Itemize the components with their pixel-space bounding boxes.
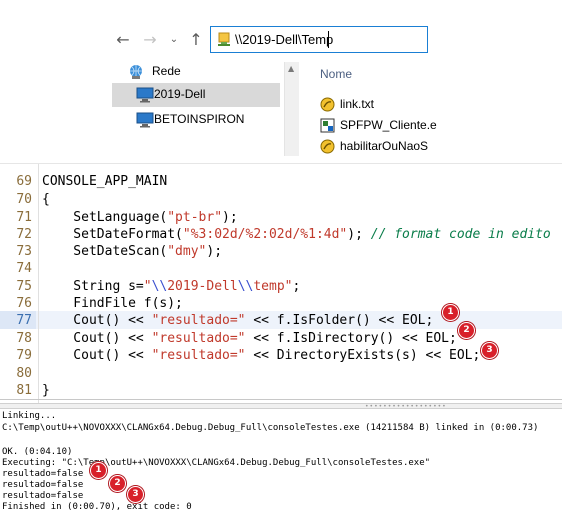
- line-number: 69: [16, 174, 32, 189]
- code-line-69: CONSOLE_APP_MAIN: [42, 174, 168, 189]
- line-number: 80: [16, 366, 32, 381]
- computer-icon: [136, 87, 154, 103]
- line-number: 74: [16, 261, 32, 276]
- annotation-badge: 1: [442, 304, 459, 321]
- console-line: resultado=false: [2, 480, 84, 490]
- address-bar[interactable]: \\2019-Dell\Temp: [210, 26, 428, 53]
- network-icon: [130, 65, 142, 79]
- file-name: SPFPW_Cliente.e: [340, 118, 437, 132]
- console-line: Executing: "C:\Temp\outU++\NOVOXXX\CLANG…: [2, 458, 431, 468]
- code-line-81: }: [42, 383, 50, 398]
- code-line-75: String s="\\2019-Dell\\temp";: [42, 279, 301, 294]
- line-number: 71: [16, 210, 32, 225]
- text-caret: [328, 31, 329, 48]
- current-line-highlight: [0, 311, 562, 329]
- code-line-71: SetLanguage("pt-br");: [42, 210, 238, 225]
- line-number: 76: [16, 296, 32, 311]
- annotation-badge: 3: [127, 486, 144, 503]
- line-number: 79: [16, 348, 32, 363]
- tree-item-label: 2019-Dell: [154, 87, 206, 101]
- code-line-76: FindFile f(s);: [42, 296, 183, 311]
- tree-item-rede[interactable]: Rede: [116, 60, 284, 84]
- code-line-73: SetDateScan("dmy");: [42, 244, 223, 259]
- tree-item-betoinspiron[interactable]: BETOINSPIRON: [112, 108, 280, 132]
- file-name: habilitarOuNaoS: [340, 139, 429, 153]
- column-header-name[interactable]: Nome: [320, 67, 353, 81]
- line-number: 70: [16, 192, 32, 207]
- panel-splitter[interactable]: ••••••••••••••••••: [0, 403, 562, 410]
- divider: [0, 399, 562, 400]
- console-line: resultado=false: [2, 469, 84, 479]
- code-line-72: SetDateFormat("%3:02d/%2:02d/%1:4d"); //…: [42, 227, 551, 242]
- recent-locations-button[interactable]: ⌄: [169, 34, 179, 45]
- fold-margin: [38, 164, 39, 404]
- annotation-badge: 2: [109, 475, 126, 492]
- file-explorer: ← → ⌄ ↑ \\2019-Dell\Temp Rede 2019: [0, 0, 562, 160]
- code-line-78: Cout() << "resultado=" << f.IsDirectory(…: [42, 331, 457, 346]
- code-line-77: Cout() << "resultado=" << f.IsFolder() <…: [42, 313, 434, 328]
- tree-item-label: Rede: [152, 64, 181, 78]
- console-line: Linking...: [2, 411, 57, 421]
- up-button[interactable]: ↑: [189, 30, 203, 49]
- console-line: OK. (0:04.10): [2, 447, 73, 457]
- console-line: resultado=false: [2, 491, 84, 501]
- script-file-icon: [320, 139, 335, 154]
- line-number: 78: [16, 331, 32, 346]
- computer-icon: [136, 112, 154, 128]
- navigation-tree: Rede 2019-Dell BETOINSPIRON: [112, 60, 300, 156]
- line-number-gutter: 69 70 71 72 73 74 75 76 77 78 79 80 81: [0, 164, 36, 404]
- console-line: Finished in (0:00.70), exit code: 0: [2, 502, 192, 512]
- console-line: C:\Temp\outU++\NOVOXXX\CLANGx64.Debug.De…: [2, 423, 539, 433]
- annotation-badge: 3: [481, 342, 498, 359]
- network-drive-icon: [218, 32, 230, 46]
- code-editor[interactable]: 69 70 71 72 73 74 75 76 77 78 79 80 81 C…: [0, 163, 562, 404]
- code-line-79: Cout() << "resultado=" << DirectoryExist…: [42, 348, 481, 363]
- scroll-up-icon[interactable]: ▲: [288, 64, 295, 73]
- back-button[interactable]: ←: [116, 30, 130, 49]
- line-number-current: 77: [16, 313, 32, 328]
- tree-scrollbar[interactable]: ▲: [284, 62, 299, 156]
- output-console[interactable]: Linking... C:\Temp\outU++\NOVOXXX\CLANGx…: [0, 409, 562, 522]
- script-file-icon: [320, 97, 335, 112]
- address-text[interactable]: \\2019-Dell\Temp: [235, 32, 334, 47]
- line-number: 73: [16, 244, 32, 259]
- grip-icon: ••••••••••••••••••: [365, 403, 447, 410]
- forward-button[interactable]: →: [143, 30, 157, 49]
- current-line-gutter: [0, 311, 36, 329]
- line-number: 75: [16, 279, 32, 294]
- file-name: link.txt: [340, 97, 375, 111]
- annotation-badge: 2: [458, 322, 475, 339]
- tree-item-label: BETOINSPIRON: [154, 112, 245, 126]
- tree-item-2019-dell[interactable]: 2019-Dell: [112, 83, 280, 107]
- line-number: 72: [16, 227, 32, 242]
- annotation-badge: 1: [90, 462, 107, 479]
- executable-file-icon: [320, 118, 335, 133]
- code-line-70: {: [42, 192, 50, 207]
- line-number: 81: [16, 383, 32, 398]
